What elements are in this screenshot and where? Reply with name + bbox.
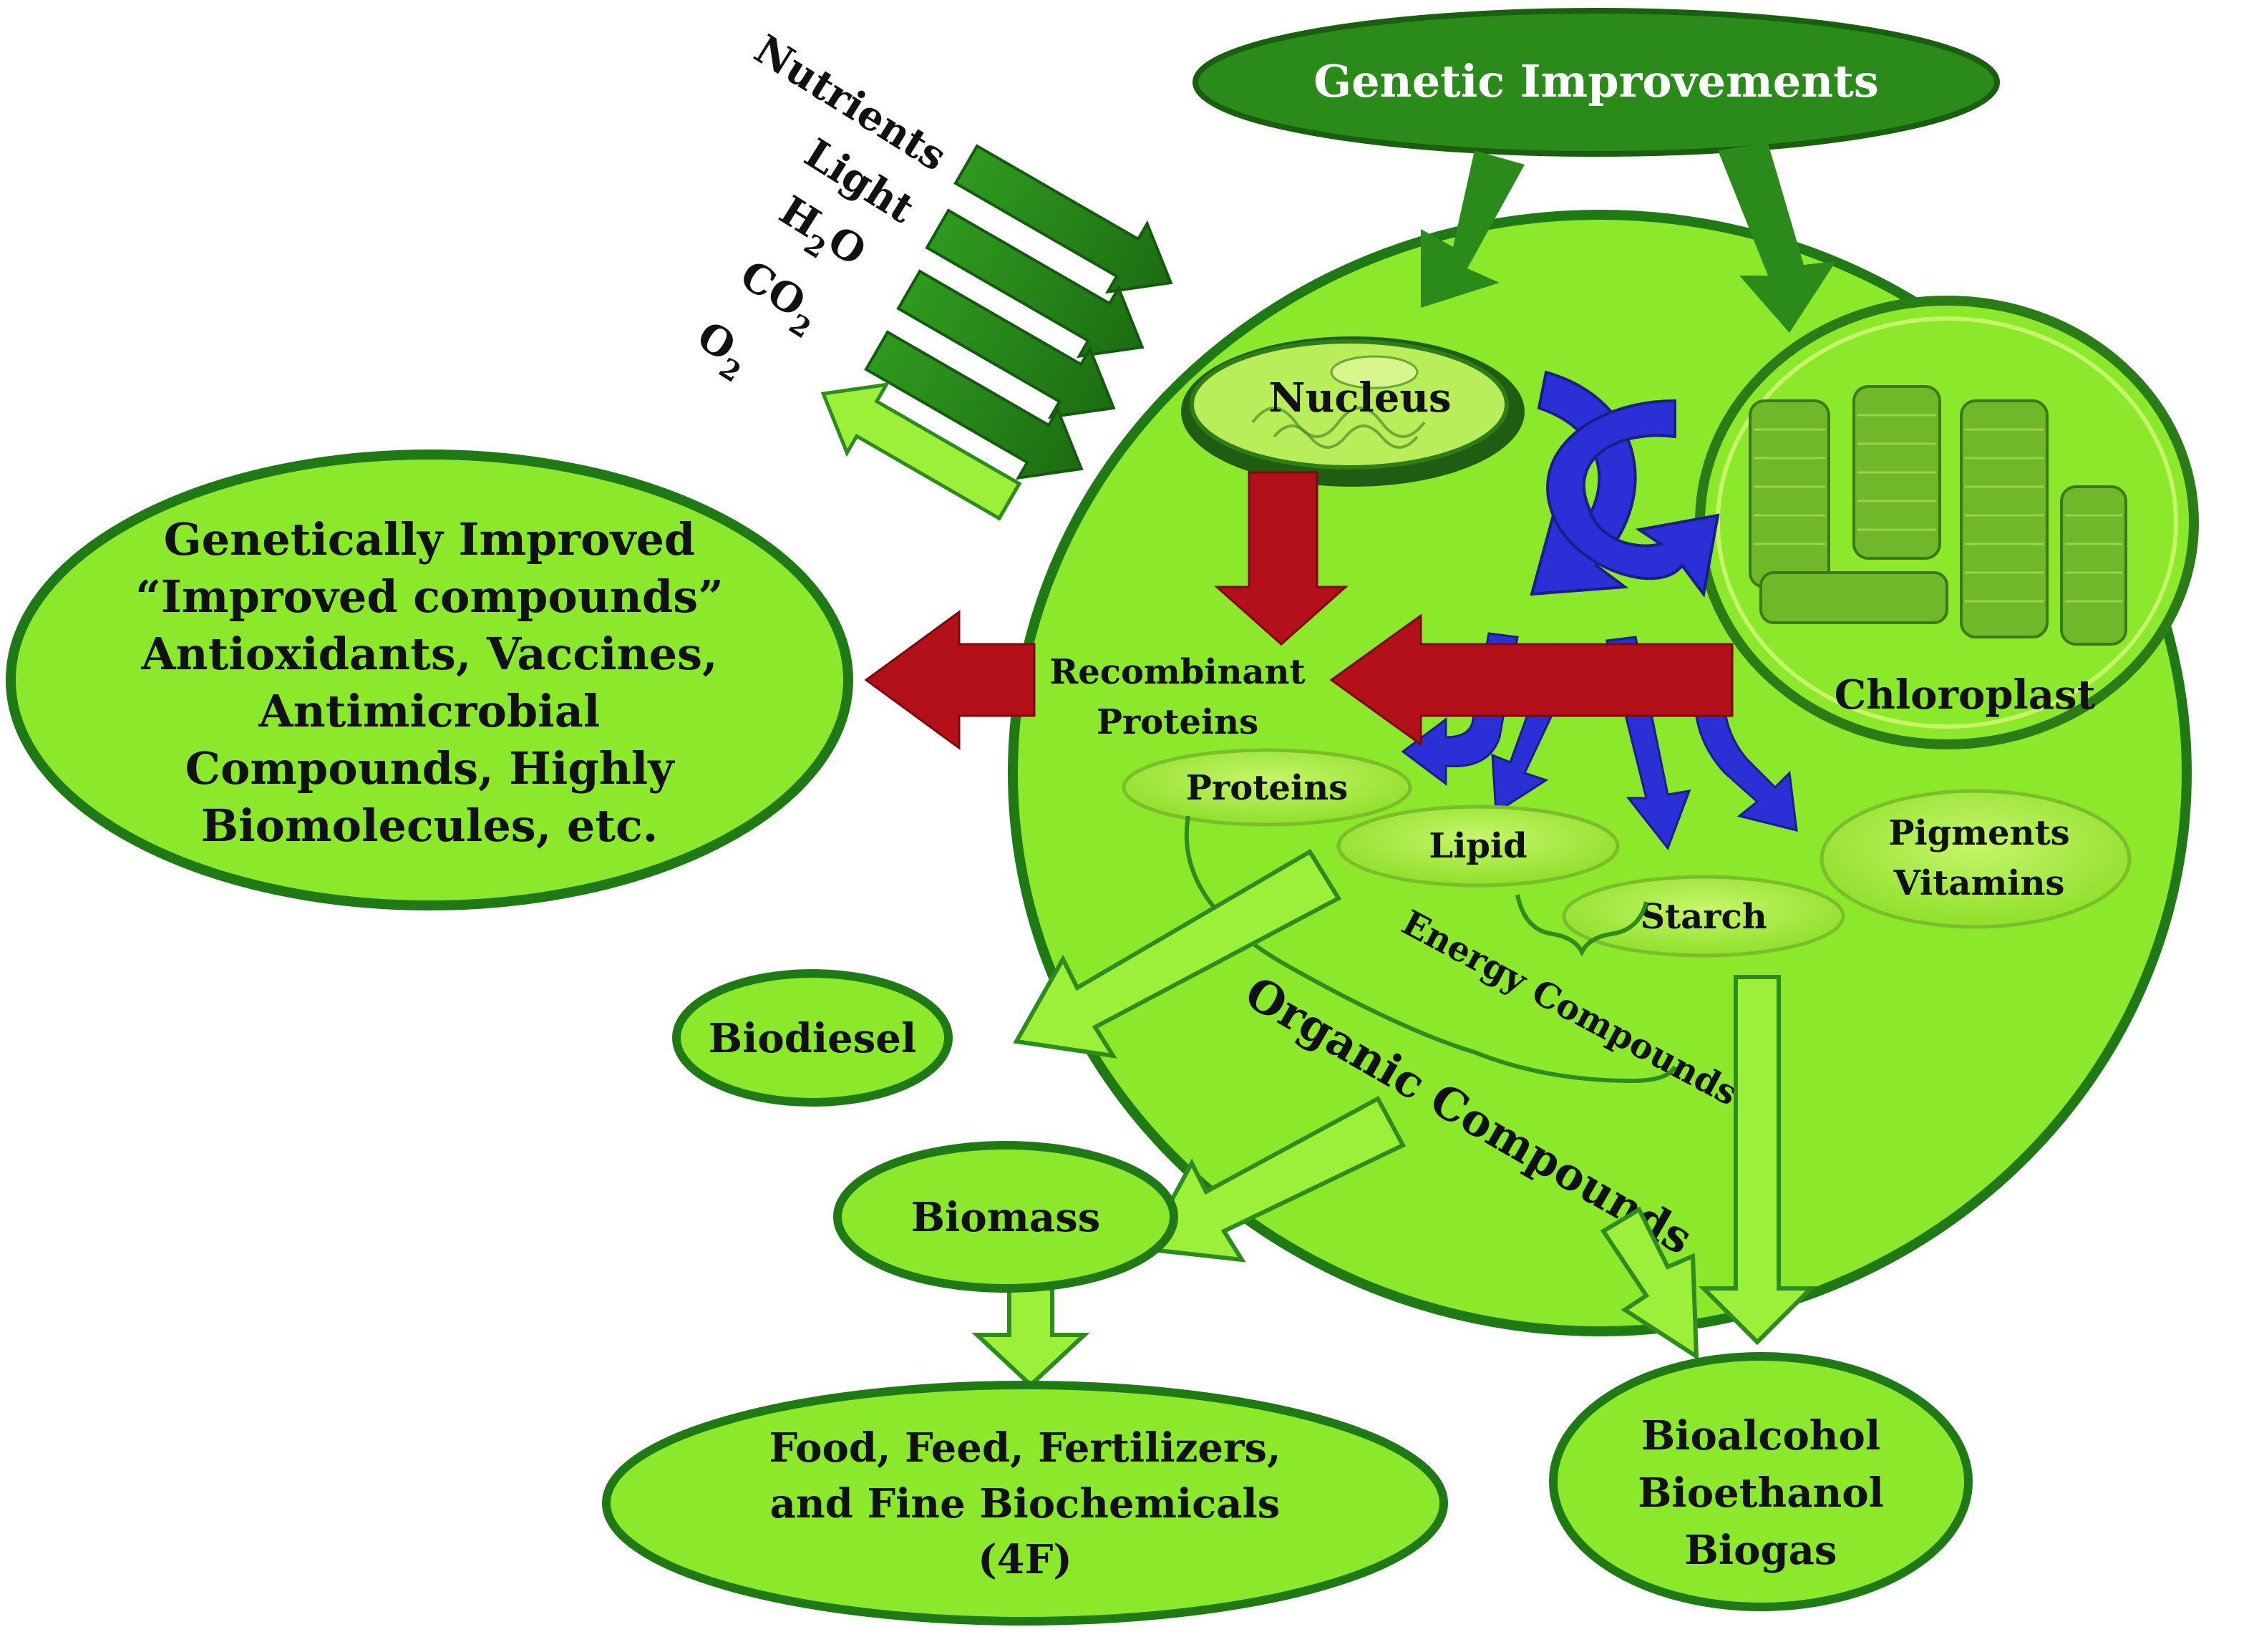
food-line-3: (4F) bbox=[978, 1536, 1072, 1583]
banner-arrow-to-nucleus bbox=[1421, 150, 1525, 308]
starch-label: Starch bbox=[1640, 897, 1767, 937]
svg-text:Antioxidants, Vaccines,: Antioxidants, Vaccines, bbox=[140, 628, 717, 680]
bioethanol-label: Bioethanol bbox=[1638, 1469, 1884, 1517]
banner-arrow-to-chloroplast bbox=[1718, 143, 1836, 333]
dna-helix-icon bbox=[1530, 370, 1720, 598]
food-line-1: Food, Feed, Fertilizers, bbox=[769, 1424, 1281, 1472]
arrow-to-biomass bbox=[1142, 1095, 1407, 1263]
svg-text:Biomolecules, etc.: Biomolecules, etc. bbox=[201, 800, 659, 852]
biodiesel-oval bbox=[672, 969, 953, 1107]
biodiesel-label: Biodiesel bbox=[709, 1015, 916, 1062]
nucleus-label: Nucleus bbox=[1268, 374, 1451, 422]
improved-compounds-text: Genetically Improved “Improved compounds… bbox=[135, 513, 724, 852]
proteins-label: Proteins bbox=[1186, 768, 1348, 808]
h2o-arrow bbox=[896, 269, 1116, 419]
proteins-oval bbox=[1122, 748, 1412, 827]
bioalcohol-label: Bioalcohol bbox=[1641, 1412, 1880, 1459]
bioalcohol-oval bbox=[1549, 1352, 1973, 1611]
co2-arrow bbox=[864, 330, 1084, 480]
nucleus bbox=[1181, 336, 1525, 487]
input-arrows bbox=[820, 144, 1173, 521]
starch-oval bbox=[1562, 875, 1845, 958]
arrow-starch-to-bio bbox=[1698, 975, 1817, 1346]
lipid-label: Lipid bbox=[1429, 826, 1527, 866]
recombinant-proteins-label-2: Proteins bbox=[1097, 702, 1258, 742]
red-arrows bbox=[864, 471, 1734, 750]
red-arrow-chloroplast-left bbox=[1329, 613, 1734, 747]
genetic-improvements-title: Genetic Improvements bbox=[1313, 55, 1879, 107]
svg-text:Compounds, Highly: Compounds, Highly bbox=[185, 742, 676, 795]
improved-compounds-oval bbox=[6, 450, 853, 910]
pigments-vitamins-oval bbox=[1820, 789, 2132, 929]
genetic-improvements-banner bbox=[1192, 8, 2000, 157]
svg-text:“Improved compounds”: “Improved compounds” bbox=[135, 570, 724, 623]
food-line-2: and Fine Biochemicals bbox=[770, 1480, 1281, 1527]
chloroplast-label: Chloroplast bbox=[1835, 671, 2096, 719]
arrow-lipid-to-biodiesel bbox=[1013, 848, 1342, 1059]
recombinant-proteins-label: Recombinant bbox=[1049, 652, 1305, 692]
arrow-organic-to-bio bbox=[1600, 1206, 1699, 1361]
red-arrow-nucleus-down bbox=[1214, 471, 1349, 646]
o2-arrow bbox=[820, 382, 1022, 521]
lipid-oval bbox=[1336, 805, 1620, 888]
energy-compounds-brace bbox=[1515, 894, 1648, 957]
o2-label: O2 bbox=[684, 312, 760, 389]
pigments-label: Pigments bbox=[1888, 813, 2069, 853]
red-arrow-to-products bbox=[864, 610, 1036, 750]
food-feed-oval bbox=[602, 1381, 1448, 1626]
vitamins-label: Vitamins bbox=[1893, 863, 2065, 903]
product-arrows bbox=[971, 848, 1817, 1389]
biogas-label: Biogas bbox=[1685, 1527, 1837, 1574]
light-arrow bbox=[925, 208, 1145, 359]
nutrients-arrow bbox=[953, 144, 1173, 294]
biomass-oval bbox=[833, 1141, 1178, 1293]
svg-text:Genetically Improved: Genetically Improved bbox=[164, 513, 696, 565]
biomass-label: Biomass bbox=[911, 1194, 1101, 1241]
svg-text:Antimicrobial: Antimicrobial bbox=[258, 685, 601, 737]
arrow-biomass-to-food bbox=[971, 1286, 1090, 1389]
